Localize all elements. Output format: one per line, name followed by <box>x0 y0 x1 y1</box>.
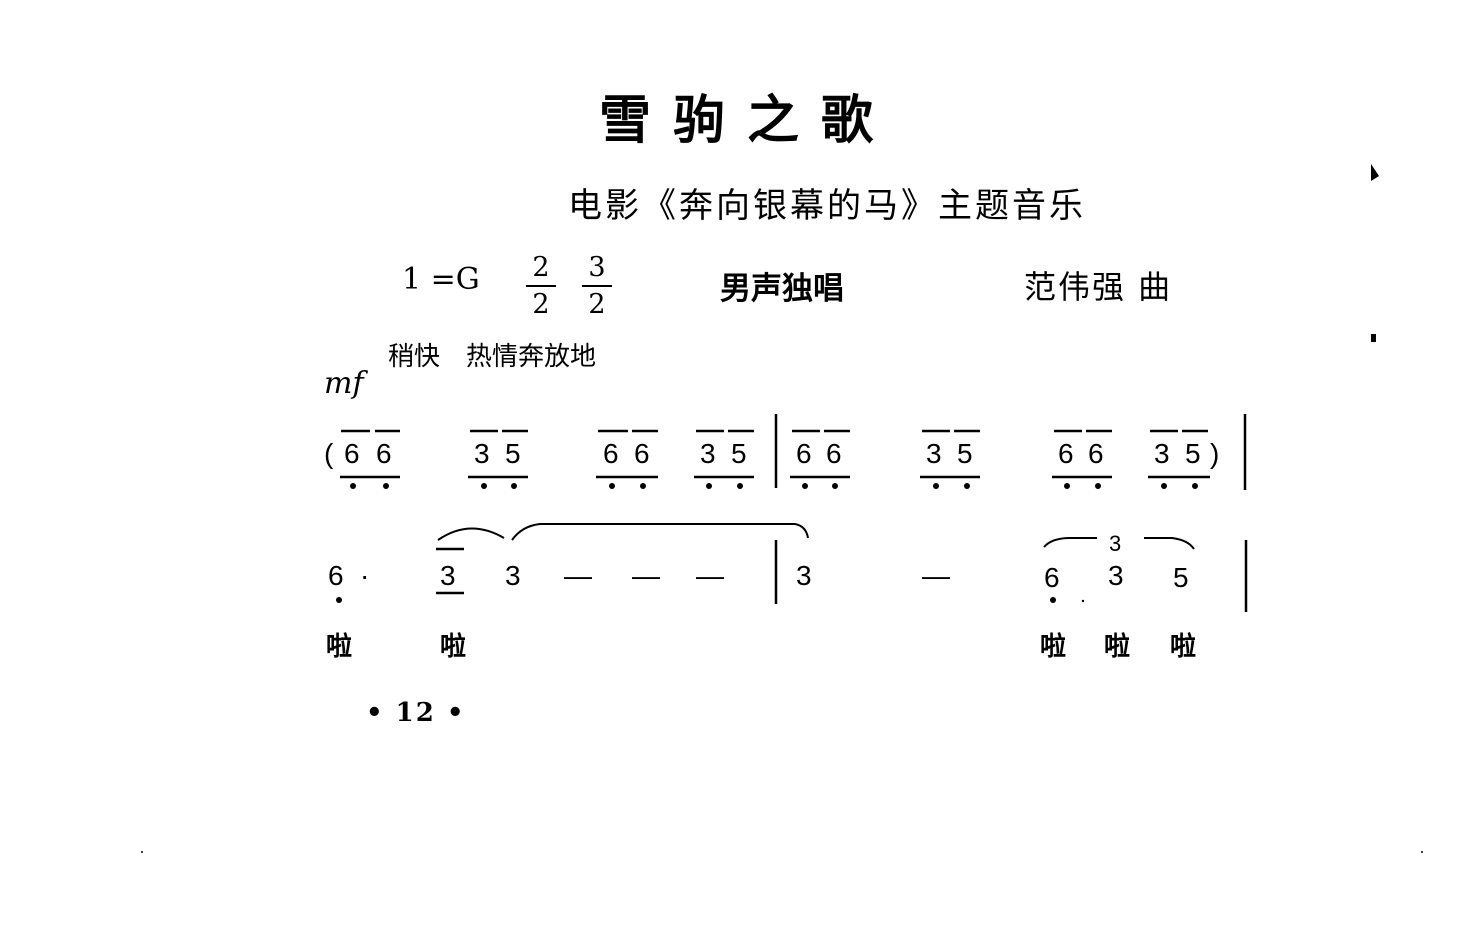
note: 6 <box>603 438 619 469</box>
tie <box>511 523 809 541</box>
note: 6 <box>796 438 812 469</box>
note: 3 <box>440 560 456 591</box>
margin-mark <box>1371 334 1376 342</box>
note: 6 <box>634 438 650 469</box>
close-paren: ) <box>1210 438 1220 469</box>
time-signature-denominator: 2 <box>532 289 550 320</box>
barlines <box>774 414 1248 612</box>
margin-mark <box>1421 851 1423 853</box>
smudge <box>1081 599 1085 603</box>
octave-dot <box>1192 483 1198 489</box>
note: 6 <box>1044 562 1060 593</box>
note: 3 <box>505 560 521 591</box>
triplet-bracket <box>1043 537 1097 548</box>
octave-dot <box>737 483 743 489</box>
margin-mark <box>141 851 143 853</box>
octave-dot <box>832 483 838 489</box>
note: 3 <box>796 560 812 591</box>
note: 5 <box>731 438 747 469</box>
octave-dot <box>802 483 808 489</box>
low-octave-dots <box>336 483 1198 603</box>
octave-dot <box>383 483 389 489</box>
dynamic-marking: mf <box>324 366 364 401</box>
slur <box>437 527 505 541</box>
time-signature-numerator: 2 <box>526 254 556 287</box>
note: 6 <box>1088 438 1104 469</box>
lyric: 啦 <box>1040 632 1067 662</box>
song-subtitle: 电影《奔向银幕的马》主题音乐 <box>568 186 1086 226</box>
page-margin-marks <box>141 164 1423 853</box>
note: 5 <box>1185 438 1201 469</box>
octave-dot <box>336 597 342 603</box>
note: 3 <box>926 438 942 469</box>
note: 3 <box>1108 560 1124 591</box>
tempo-marking: 稍快 热情奔放地 <box>388 342 597 372</box>
lyric: 啦 <box>1170 632 1197 662</box>
octave-dot <box>964 483 970 489</box>
augmentation-dot: · <box>360 560 370 591</box>
song-title: 雪驹之歌 <box>598 91 895 151</box>
octave-dot <box>706 483 712 489</box>
margin-mark <box>1371 164 1379 181</box>
dash-extension: — <box>632 560 660 591</box>
page-number: • 12 • <box>366 698 466 728</box>
note: 3 <box>474 438 490 469</box>
note: 5 <box>505 438 521 469</box>
octave-dot <box>350 483 356 489</box>
voice-type: 男声独唱 <box>720 271 844 307</box>
octave-dot <box>933 483 939 489</box>
octave-dot <box>1161 483 1167 489</box>
underlines <box>340 475 1210 595</box>
composer-credit: 范伟强 曲 <box>1024 268 1173 306</box>
octave-dot <box>640 483 646 489</box>
slurs <box>437 523 1195 550</box>
triplet-bracket <box>1144 537 1195 550</box>
note: 6 <box>328 560 344 591</box>
lyric: 啦 <box>326 632 353 662</box>
time-signature-numerator: 3 <box>582 254 612 287</box>
octave-dot <box>1095 483 1101 489</box>
lyric: 啦 <box>1104 632 1131 662</box>
dash-extension: — <box>922 560 950 591</box>
dash-extension: — <box>564 560 592 591</box>
dash-extension: — <box>696 560 724 591</box>
note: 5 <box>1173 562 1189 593</box>
eighth-beams <box>341 429 1208 551</box>
note: 3 <box>700 438 716 469</box>
note: 6 <box>344 438 360 469</box>
note: 6 <box>376 438 392 469</box>
octave-dot <box>511 483 517 489</box>
note: 6 <box>1058 438 1074 469</box>
open-paren: ( <box>324 438 334 469</box>
octave-dot <box>609 483 615 489</box>
lyric: 啦 <box>440 632 467 662</box>
note: 6 <box>826 438 842 469</box>
time-signature-2-2: 2 2 <box>526 254 556 318</box>
octave-dot <box>481 483 487 489</box>
note: 3 <box>1154 438 1170 469</box>
key-signature: 1 =G <box>402 262 480 297</box>
time-signature-denominator: 2 <box>588 289 606 320</box>
note: 5 <box>957 438 973 469</box>
octave-dot <box>1050 597 1056 603</box>
triplet-label: 3 <box>1109 531 1122 556</box>
octave-dot <box>1064 483 1070 489</box>
time-signature-3-2: 3 2 <box>582 254 612 318</box>
